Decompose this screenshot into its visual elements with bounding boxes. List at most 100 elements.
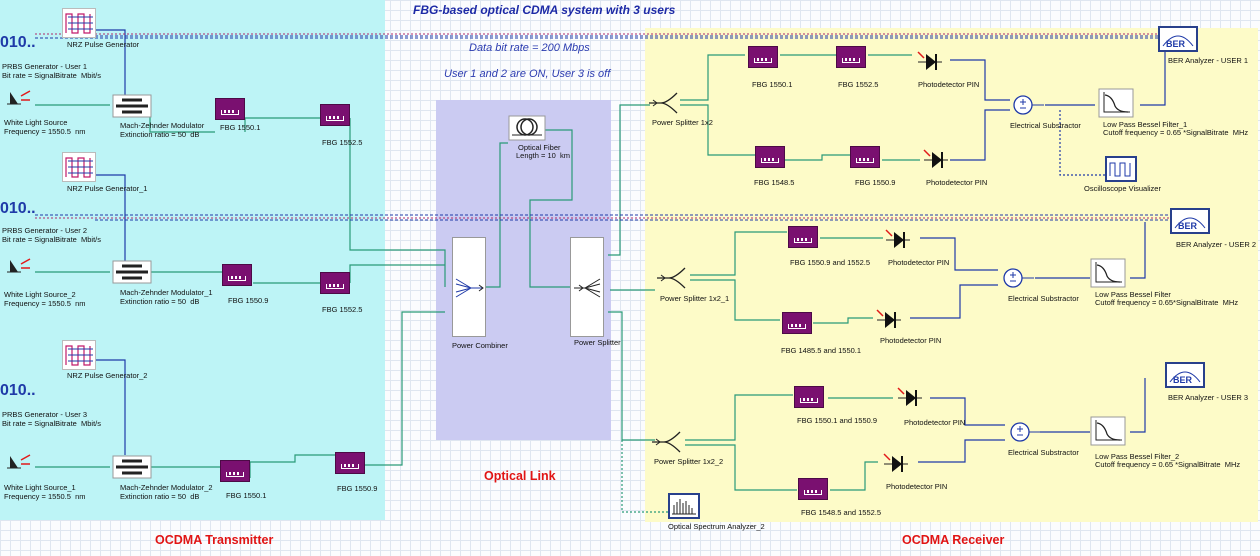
subtractor-label-3: Electrical Substractor xyxy=(1008,448,1079,457)
ber-label-3: BER Analyzer - USER 3 xyxy=(1168,393,1249,402)
rx-splitter-icon-3[interactable] xyxy=(650,429,686,455)
ber-icon: BER xyxy=(1169,371,1201,385)
prbs-label-3: PRBS Generator - User 3 xyxy=(2,410,88,419)
rx-fbg-label-2a: FBG 1550.9 and 1552.5 xyxy=(790,258,871,267)
filter-cutoff-2: Cutoff frequency = 0.65*SignalBitrate MH… xyxy=(1095,298,1239,307)
lowpass-filter-icon-1[interactable] xyxy=(1098,88,1134,118)
photodetector-icon-3a[interactable] xyxy=(896,386,924,410)
ber-analyzer-2[interactable]: BER xyxy=(1170,208,1210,234)
source-label-1: White Light Source xyxy=(4,118,68,127)
white-light-source-icon-1[interactable] xyxy=(4,88,38,114)
rx-fbg-3a[interactable] xyxy=(794,386,824,408)
prbs-label-1: PRBS Generator - User 1 xyxy=(2,62,88,71)
tx-fbg-3a[interactable] xyxy=(220,460,250,482)
rx-fbg-1b2[interactable] xyxy=(850,146,880,168)
photodetector-icon-1b[interactable] xyxy=(922,148,950,172)
prbs-bits-3: 010.. xyxy=(0,382,36,399)
rx-splitter-icon-1[interactable] xyxy=(647,90,683,116)
rx-splitter-label-3: Power Splitter 1x2_2 xyxy=(654,457,724,466)
rx-fbg-label-3a: FBG 1550.1 and 1550.9 xyxy=(797,416,878,425)
mzm-label-1: Mach-Zehnder Modulator xyxy=(120,121,205,130)
rx-fbg-label-1b1: FBG 1548.5 xyxy=(754,178,795,187)
nrz-label-1: NRZ Pulse Generator xyxy=(67,40,140,49)
subtractor-icon-3[interactable] xyxy=(1005,420,1043,444)
tx-fbg-1a[interactable] xyxy=(215,98,245,120)
rx-fbg-1a2[interactable] xyxy=(836,46,866,68)
mzm-label-2: Mach-Zehnder Modulator_1 xyxy=(120,288,213,297)
mzm-ratio-3: Extinction ratio = 50 dB xyxy=(120,492,200,501)
subtractor-label-1: Electrical Substractor xyxy=(1010,121,1081,130)
power-combiner[interactable] xyxy=(452,237,486,337)
oscilloscope-visualizer[interactable] xyxy=(1105,156,1137,182)
source-label-2: White Light Source_2 xyxy=(4,290,76,299)
mzm-icon-2[interactable] xyxy=(112,260,152,284)
source-freq-2: Frequency = 1550.5 nm xyxy=(4,299,86,308)
rx-fbg-1a1[interactable] xyxy=(748,46,778,68)
mzm-icon-1[interactable] xyxy=(112,94,152,118)
nrz-pulse-generator-1[interactable] xyxy=(62,8,96,38)
pd-label-2a: Photodetector PIN xyxy=(888,258,950,267)
diagram-title: FBG-based optical CDMA system with 3 use… xyxy=(413,3,676,17)
power-splitter[interactable] xyxy=(570,237,604,337)
source-freq-1: Frequency = 1550.5 nm xyxy=(4,127,86,136)
lowpass-filter-icon-3[interactable] xyxy=(1090,416,1126,446)
transmitter-region xyxy=(0,0,385,520)
optical-spectrum-analyzer[interactable] xyxy=(668,493,700,519)
pd-label-1a: Photodetector PIN xyxy=(918,80,980,89)
prbs-rate-1: Bit rate = SignalBitrate Mbit/s xyxy=(2,71,102,80)
source-label-3: White Light Source_1 xyxy=(4,483,76,492)
photodetector-icon-3b[interactable] xyxy=(882,452,910,476)
nrz-pulse-generator-2[interactable] xyxy=(62,152,96,182)
osa-label: Optical Spectrum Analyzer_2 xyxy=(668,522,765,531)
filter-cutoff-1: Cutoff frequency = 0.65 *SignalBitrate M… xyxy=(1103,128,1249,137)
subtractor-label-2: Electrical Substractor xyxy=(1008,294,1079,303)
photodetector-icon-2b[interactable] xyxy=(875,308,903,332)
ber-label-2: BER Analyzer - USER 2 xyxy=(1176,240,1257,249)
nrz-pulse-icon xyxy=(65,345,93,366)
tx-fbg-2a[interactable] xyxy=(222,264,252,286)
rx-fbg-1b1[interactable] xyxy=(755,146,785,168)
tx-fbg-1b[interactable] xyxy=(320,104,350,126)
combiner-label: Power Combiner xyxy=(452,341,508,350)
photodetector-icon-2a[interactable] xyxy=(884,228,912,252)
filter-label-3: Low Pass Bessel Filter_2 xyxy=(1095,452,1180,461)
tx-fbg-3b[interactable] xyxy=(335,452,365,474)
rx-fbg-2b[interactable] xyxy=(782,312,812,334)
combiner-icon xyxy=(453,275,485,301)
ber-icon: BER xyxy=(1174,217,1206,231)
rx-splitter-label-1: Power Splitter 1x2 xyxy=(652,118,713,127)
pd-label-2b: Photodetector PIN xyxy=(880,336,942,345)
subtractor-icon-1[interactable] xyxy=(1008,93,1046,117)
prbs-rate-3: Bit rate = SignalBitrate Mbit/s xyxy=(2,419,102,428)
subtractor-icon-2[interactable] xyxy=(998,266,1036,290)
lowpass-filter-icon-2[interactable] xyxy=(1090,258,1126,288)
spectrum-icon xyxy=(672,499,696,515)
svg-text:BER: BER xyxy=(1173,375,1193,385)
ber-analyzer-3[interactable]: BER xyxy=(1165,362,1205,388)
tx-fbg-label-2a: FBG 1550.9 xyxy=(228,296,269,305)
nrz-pulse-generator-3[interactable] xyxy=(62,340,96,370)
mzm-icon-3[interactable] xyxy=(112,455,152,479)
ber-icon: BER xyxy=(1162,35,1194,49)
note-bitrate: Data bit rate = 200 Mbps xyxy=(469,42,590,54)
pd-label-3b: Photodetector PIN xyxy=(886,482,948,491)
rx-fbg-2a[interactable] xyxy=(788,226,818,248)
photodetector-icon-1a[interactable] xyxy=(916,50,944,74)
ber-analyzer-1[interactable]: BER xyxy=(1158,26,1198,52)
rx-fbg-label-1b2: FBG 1550.9 xyxy=(855,178,896,187)
tx-fbg-2b[interactable] xyxy=(320,272,350,294)
mzm-ratio-2: Extinction ratio = 50 dB xyxy=(120,297,200,306)
receiver-region xyxy=(645,28,1258,522)
rx-splitter-icon-2[interactable] xyxy=(655,265,691,291)
white-light-source-icon-2[interactable] xyxy=(4,256,38,282)
rx-fbg-3b[interactable] xyxy=(798,478,828,500)
rx-fbg-label-1a1: FBG 1550.1 xyxy=(752,80,793,89)
mzm-label-3: Mach-Zehnder Modulator_2 xyxy=(120,483,213,492)
prbs-rate-2: Bit rate = SignalBitrate Mbit/s xyxy=(2,235,102,244)
prbs-bits-1: 010.. xyxy=(0,34,36,51)
white-light-source-icon-3[interactable] xyxy=(4,452,38,478)
optical-fiber-icon[interactable] xyxy=(508,115,546,141)
fiber-label: Optical Fiber xyxy=(518,143,561,152)
